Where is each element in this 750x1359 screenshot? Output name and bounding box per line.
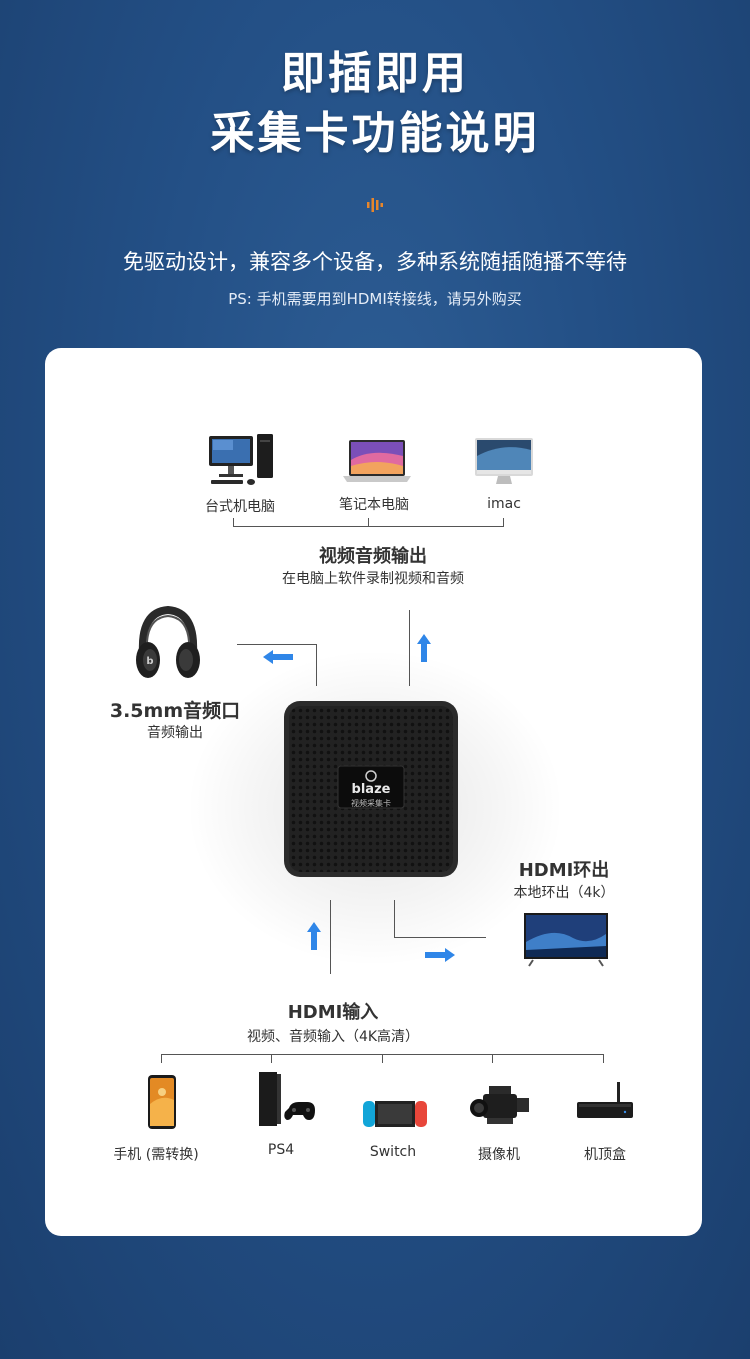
hdmi-out-desc: 本地环出（4k） [513, 885, 615, 901]
phone-icon [148, 1075, 176, 1129]
purchase-note: PS: 手机需要用到HDMI转接线，请另外购买 [228, 290, 522, 308]
settop-box-icon [577, 1082, 633, 1118]
audio-out-title: 3.5mm音频口 [109, 700, 241, 722]
device-brand: blaze [351, 782, 391, 797]
page-title-line2: 采集卡功能说明 [210, 108, 540, 159]
capture-card-icon [284, 701, 458, 877]
hdmi-in-title: HDMI输入 [287, 1002, 379, 1023]
arrow-up-input-icon [307, 922, 321, 950]
arrow-up-icon [417, 634, 431, 662]
headphones-icon: b [136, 605, 200, 678]
device-label-imac: imac [487, 496, 521, 512]
device-label-ps4: PS4 [267, 1142, 295, 1158]
device-label-desktop: 台式机电脑 [205, 499, 275, 515]
device-label-phone: 手机 (需转换) [113, 1147, 199, 1163]
tv-icon [524, 913, 608, 967]
switch-icon [363, 1101, 427, 1127]
video-out-title: 视频音频输出 [319, 546, 427, 567]
camcorder-icon [470, 1086, 529, 1124]
desktop-pc-icon [209, 434, 273, 485]
device-sublabel: 视频采集卡 [351, 799, 391, 808]
function-diagram-card: 台式机电脑 笔记本电脑 imac 视频音频输出 在电脑上软件录制视频和音频 b … [45, 348, 702, 1236]
svg-text:b: b [146, 656, 153, 667]
audio-out-desc: 音频输出 [147, 725, 203, 741]
subtitle: 免驱动设计，兼容多个设备，多种系统随插随播不等待 [123, 250, 627, 274]
device-label-switch: Switch [369, 1144, 417, 1160]
sound-bars-icon [367, 198, 383, 212]
device-label-settop-box: 机顶盒 [584, 1147, 626, 1163]
hdmi-in-desc: 视频、音频输入（4K高清） [246, 1029, 420, 1045]
device-label-laptop: 笔记本电脑 [339, 497, 409, 513]
page-title-line1: 即插即用 [281, 48, 469, 99]
arrow-left-icon [263, 650, 293, 664]
ps4-icon [259, 1072, 315, 1126]
imac-icon [475, 438, 533, 484]
arrow-right-icon [425, 948, 455, 962]
hdmi-out-title: HDMI环出 [518, 860, 610, 881]
laptop-icon [343, 440, 411, 482]
device-label-camcorder: 摄像机 [478, 1147, 520, 1163]
video-out-desc: 在电脑上软件录制视频和音频 [282, 571, 464, 587]
